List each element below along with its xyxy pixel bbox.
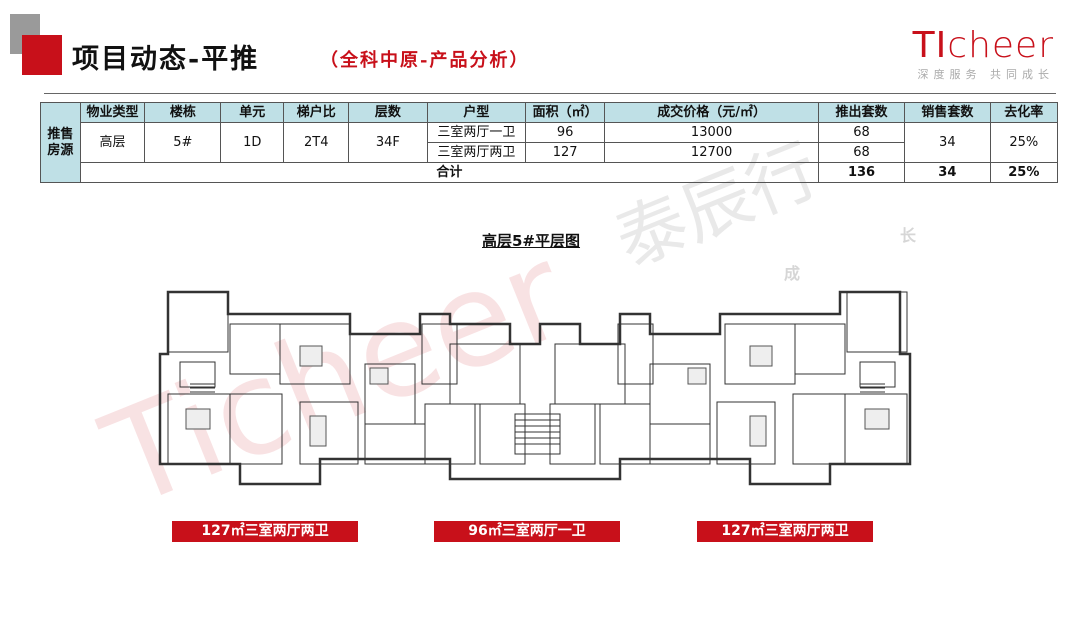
cell-area: 96 [525, 122, 606, 143]
col-header: 推出套数 [818, 102, 906, 123]
table-row: 三室两厅两卫 127 12700 68 [41, 142, 1058, 163]
col-header: 单元 [220, 102, 285, 123]
cell-floors: 34F [348, 122, 428, 163]
col-header: 销售套数 [904, 102, 991, 123]
watermark-small-1: 成 [784, 264, 801, 283]
cell-unit: 1D [220, 122, 285, 163]
total-label: 合计 [79, 162, 820, 183]
cell-layout: 三室两厅两卫 [426, 142, 527, 163]
col-header: 层数 [348, 102, 428, 123]
page-title: 项目动态-平推 [72, 44, 260, 75]
col-header: 去化率 [989, 102, 1059, 123]
sales-table: 推售房源 物业类型 楼栋 单元 梯户比 层数 户型 面积（㎡） 成交价格（元/㎡… [40, 102, 1059, 183]
col-header: 户型 [426, 102, 527, 123]
cell-launched: 68 [818, 122, 906, 143]
cell-sold: 34 [904, 122, 991, 163]
cell-layout: 三室两厅一卫 [426, 122, 527, 143]
total-launched: 136 [818, 162, 906, 183]
cell-rate: 25% [989, 122, 1059, 163]
col-header: 物业类型 [79, 102, 146, 123]
table-total-row: 合计 136 34 25% [41, 162, 1059, 183]
total-sold: 34 [904, 162, 991, 183]
cell-property-type: 高层 [79, 122, 146, 163]
logo-slogan: 深度服务 共同成长 [917, 68, 1054, 81]
brand-logo: TIcheer 深度服务 共同成长 [913, 28, 1054, 82]
logo-wordmark: TIcheer [912, 25, 1054, 66]
table-header-row: 推售房源 物业类型 楼栋 单元 梯户比 层数 户型 面积（㎡） 成交价格（元/㎡… [40, 102, 1059, 183]
unit-badge-left: 127㎡三室两厅两卫 [172, 521, 358, 542]
col-header: 梯户比 [283, 102, 350, 123]
cell-area: 127 [525, 142, 606, 163]
col-header: 成交价格（元/㎡） [604, 102, 820, 123]
cell-price: 12700 [604, 142, 820, 163]
table-row: 高层 5# 1D 2T4 34F 三室两厅一卫 96 13000 68 34 2… [41, 122, 1059, 163]
cell-building: 5# [144, 122, 222, 163]
cell-ratio: 2T4 [283, 122, 350, 163]
cell-price: 13000 [604, 122, 820, 143]
floor-plan-title: 高层5#平层图 [482, 232, 581, 250]
corner-decoration-red [22, 35, 62, 75]
side-label: 推售房源 [40, 102, 81, 183]
page-subtitle: （全科中原-产品分析） [320, 50, 530, 71]
unit-badge-middle: 96㎡三室两厅一卫 [434, 521, 620, 542]
total-rate: 25% [989, 162, 1059, 183]
col-header: 面积（㎡） [525, 102, 606, 123]
unit-badge-right: 127㎡三室两厅两卫 [697, 521, 873, 542]
col-header: 楼栋 [144, 102, 222, 123]
header-divider [44, 93, 1056, 94]
watermark-small-2: 长 [900, 226, 917, 245]
floor-plan-drawing [158, 290, 912, 486]
cell-launched: 68 [818, 142, 906, 163]
